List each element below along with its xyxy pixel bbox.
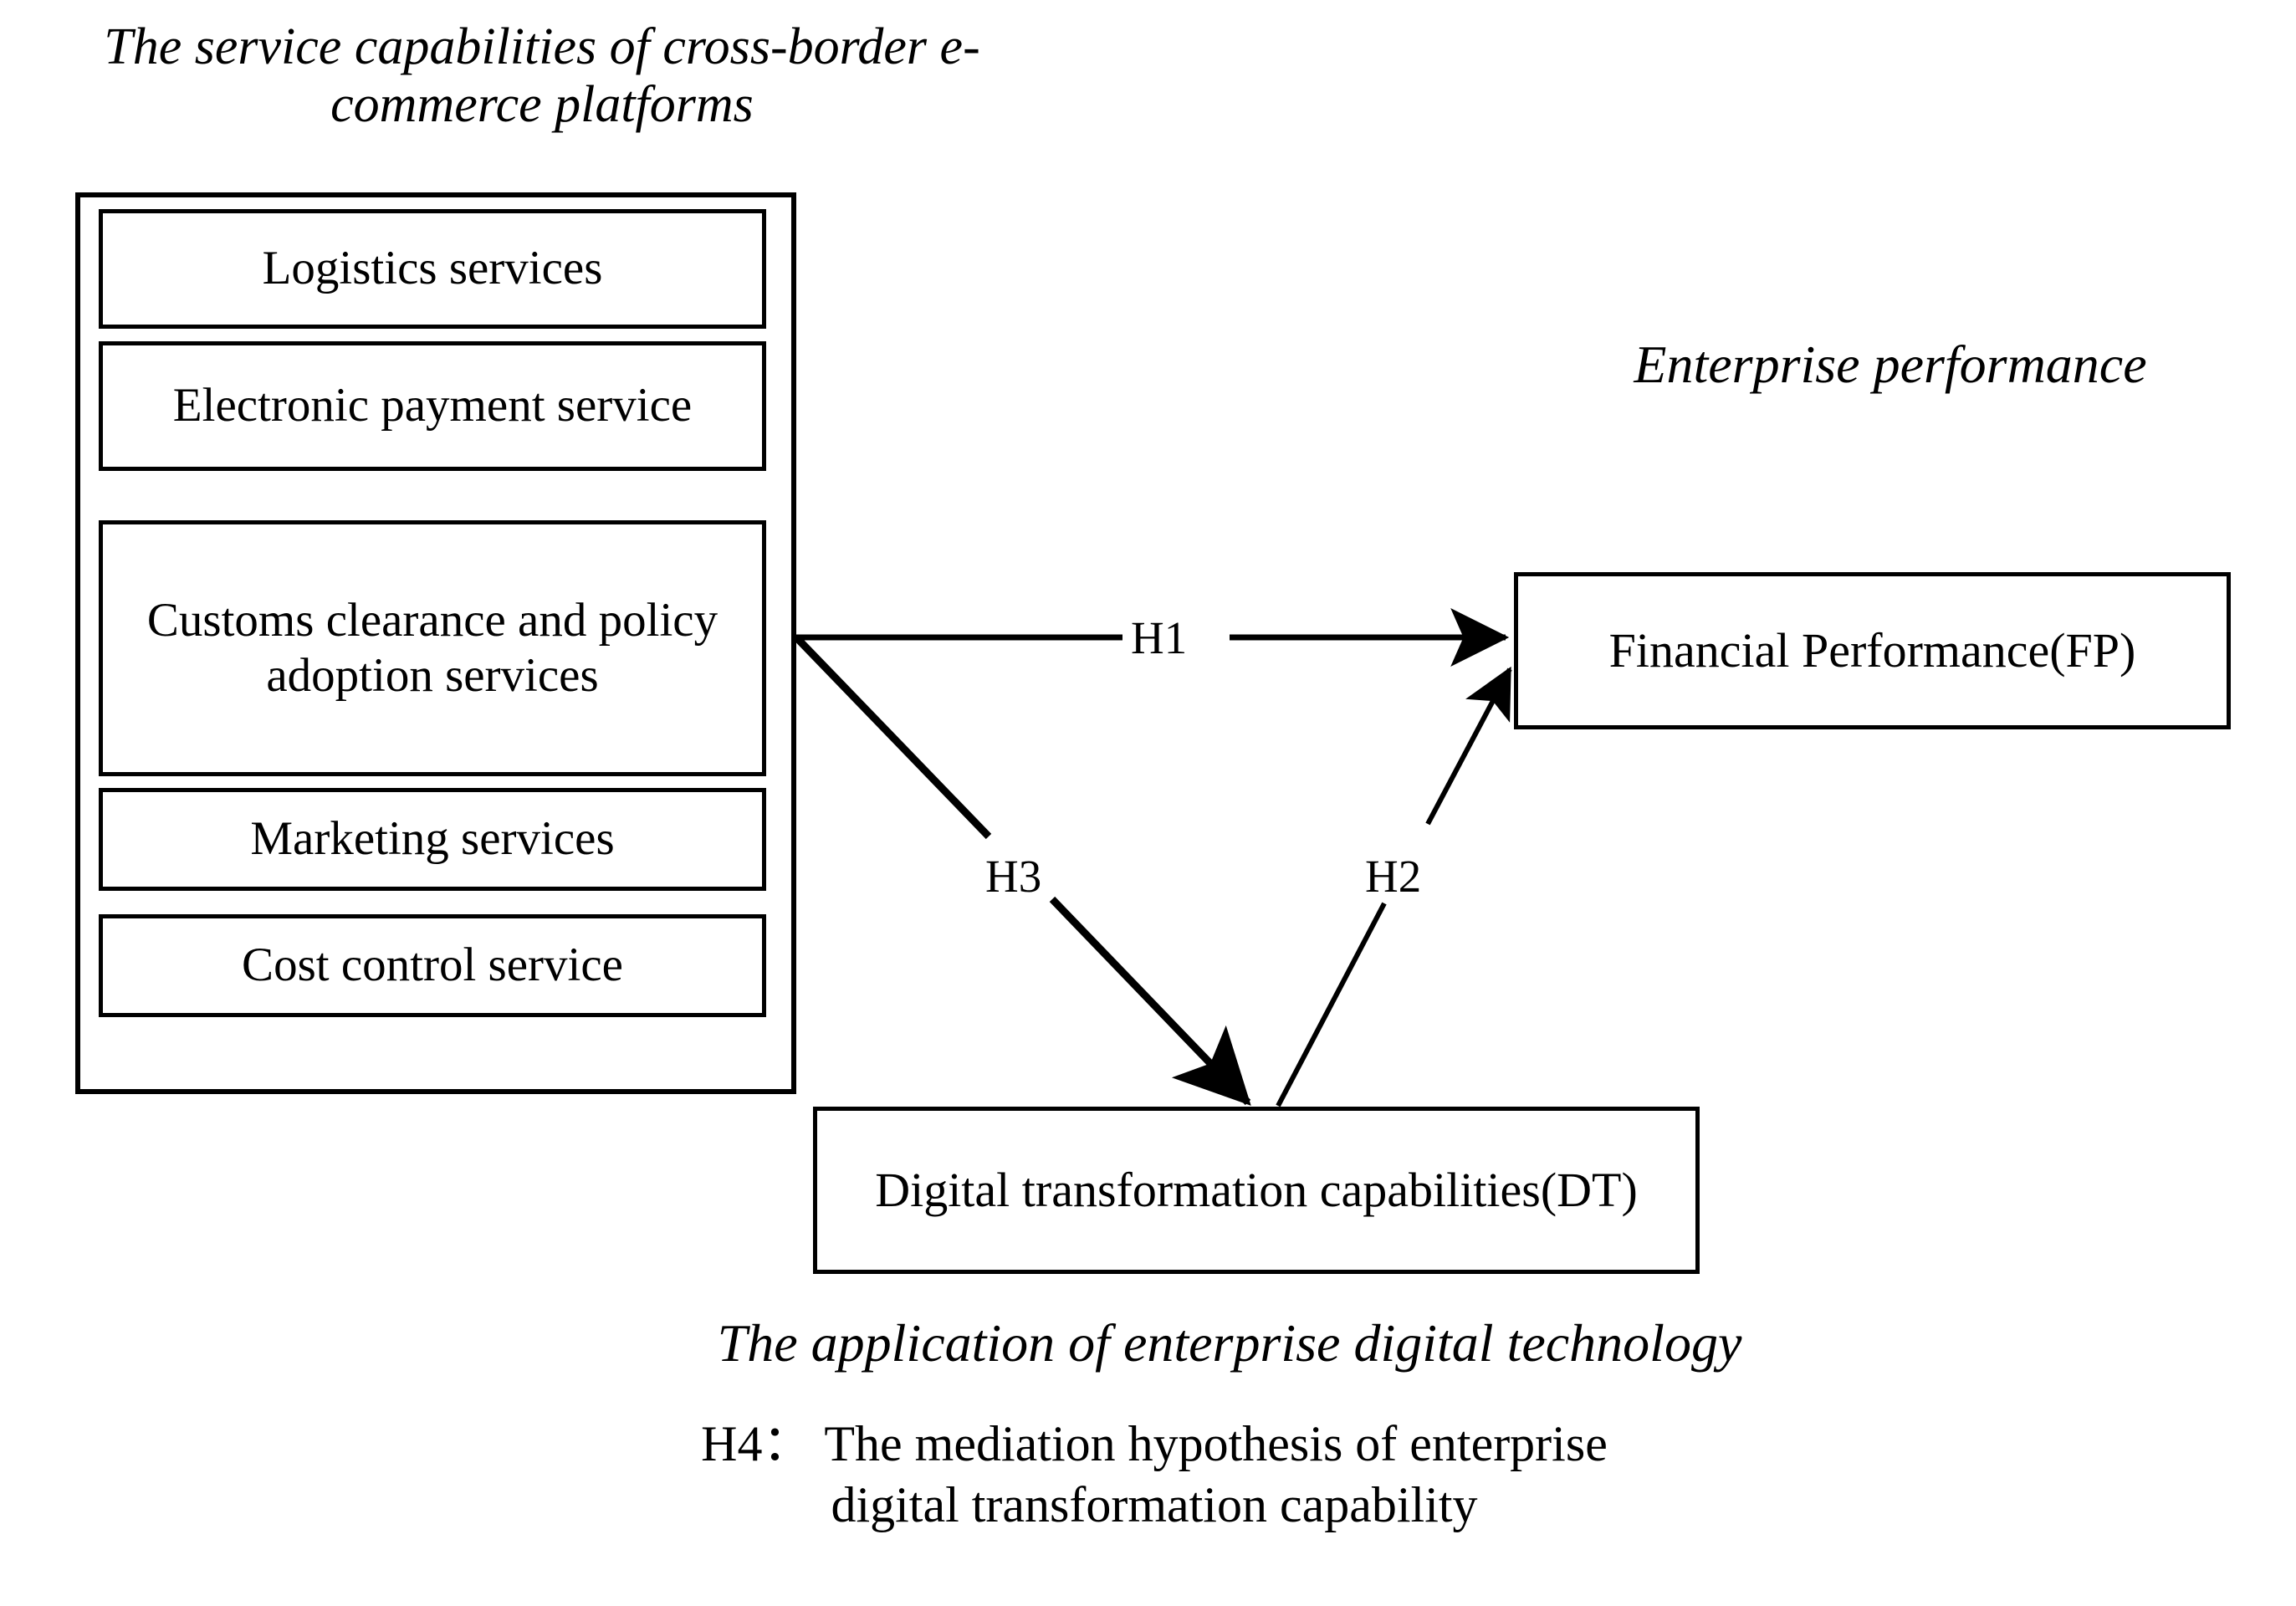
edge-label-h2: H2: [1357, 853, 1430, 899]
hypothesis-h4-note: H4： The mediation hypothesis of enterpri…: [701, 1416, 1608, 1533]
node-digital-transformation-capabilities[interactable]: Digital transformation capabilities(DT): [813, 1107, 1700, 1274]
edge-label-h3: H3: [977, 853, 1051, 899]
edge-label-h1: H1: [1122, 615, 1196, 661]
node-financial-performance[interactable]: Financial Performance(FP): [1514, 572, 2231, 729]
node-electronic-payment-service[interactable]: Electronic payment service: [99, 341, 766, 471]
node-customs-clearance-policy-adoption-services[interactable]: Customs clearance and policy adoption se…: [99, 520, 766, 776]
caption-service-capabilities: The service capabilities of cross-border…: [104, 18, 980, 134]
node-cost-control-service[interactable]: Cost control service: [99, 914, 766, 1017]
node-logistics-services[interactable]: Logistics services: [99, 209, 766, 329]
caption-digital-technology: The application of enterprise digital te…: [717, 1313, 1742, 1373]
node-marketing-services[interactable]: Marketing services: [99, 788, 766, 891]
caption-enterprise-performance: Enterprise performance: [1634, 335, 2147, 394]
